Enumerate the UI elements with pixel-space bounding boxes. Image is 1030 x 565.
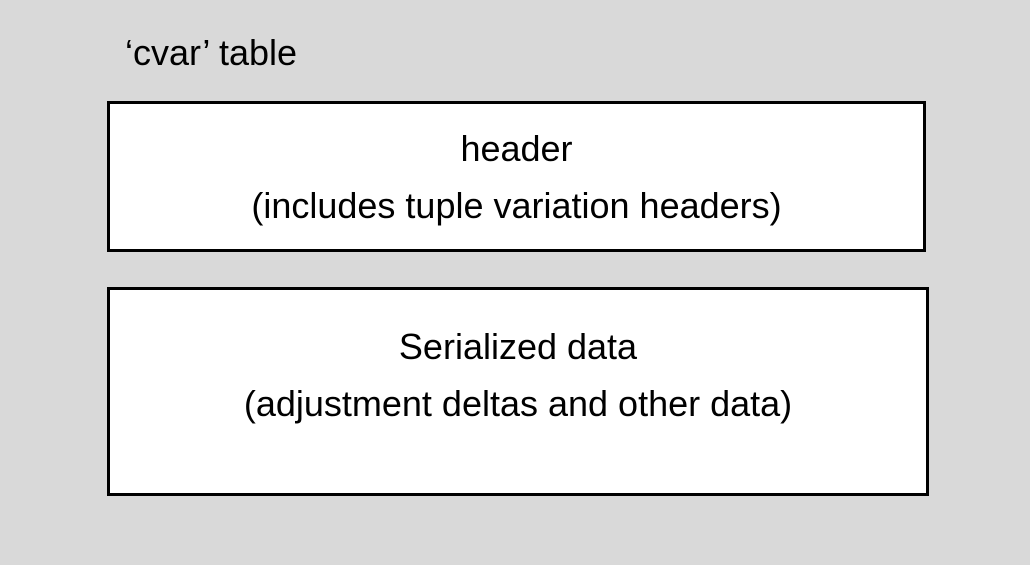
diagram-title: ‘cvar’ table <box>125 32 298 73</box>
serialized-data-box-subtitle: (adjustment deltas and other data) <box>243 383 793 424</box>
header-box-subtitle: (includes tuple variation headers) <box>251 184 782 226</box>
serialized-data-box-title: Serialized data <box>398 326 638 367</box>
serialized-data-box: Serialized data (adjustment deltas and o… <box>107 287 929 496</box>
header-box: header (includes tuple variation headers… <box>107 101 926 252</box>
header-box-title: header <box>460 127 573 169</box>
